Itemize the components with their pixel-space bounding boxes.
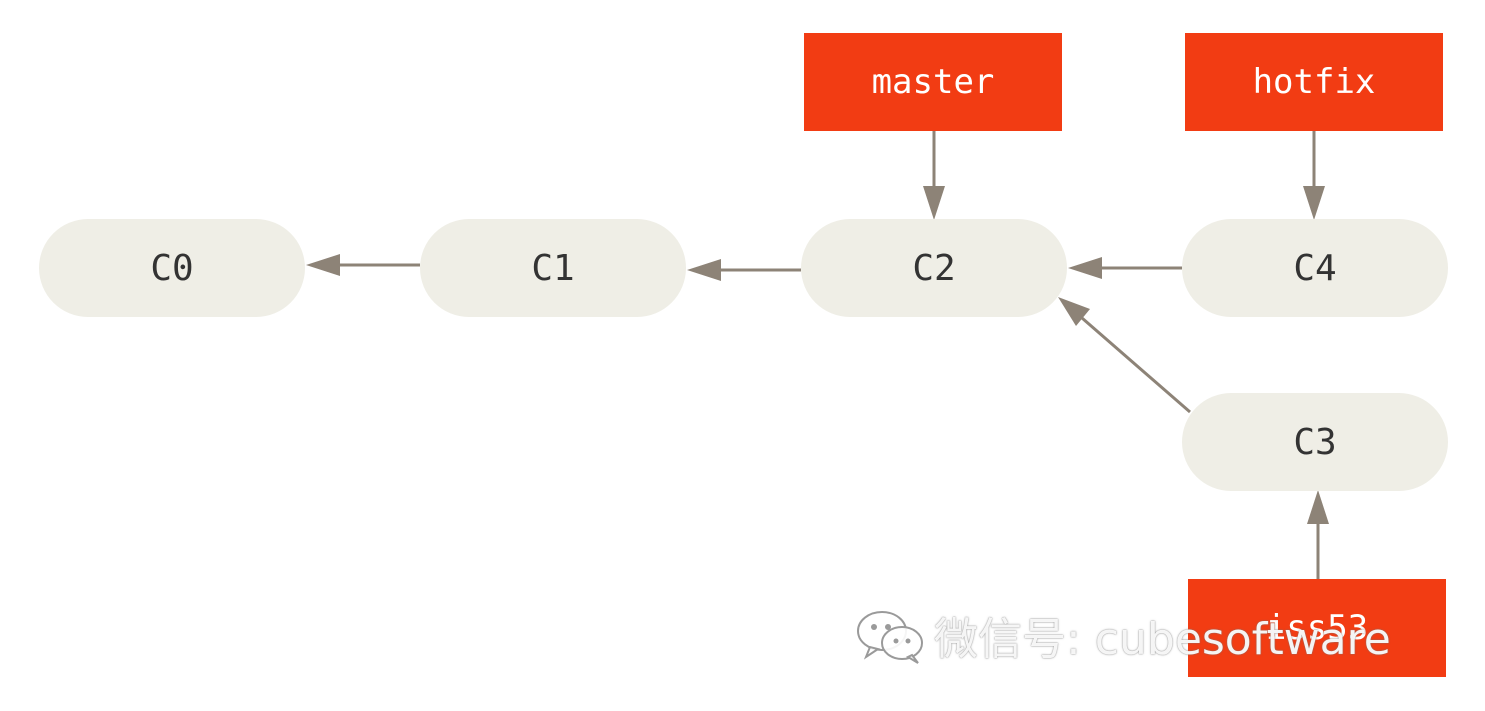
commit-c2: C2 <box>801 219 1067 317</box>
commit-label: C1 <box>531 247 575 289</box>
edge-c4-c2 <box>1068 257 1182 279</box>
edge-c3-c2 <box>1058 297 1191 414</box>
branch-hotfix: hotfix <box>1185 33 1443 131</box>
wechat-icon <box>857 611 923 664</box>
watermark: 微信号: cubesoftware <box>852 600 1391 670</box>
branch-label: hotfix <box>1252 62 1376 102</box>
branch-master: master <box>804 33 1062 131</box>
edge-master-c2 <box>923 131 945 220</box>
branch-iss53: iss53 <box>1188 579 1446 677</box>
commit-label: C0 <box>150 247 194 289</box>
edge-c1-c0 <box>306 254 420 276</box>
commit-c0: C0 <box>39 219 305 317</box>
edge-hotfix-c4 <box>1303 131 1325 220</box>
watermark-text: 微信号: cubesoftware <box>934 614 1391 665</box>
commit-label: C2 <box>912 247 956 289</box>
commit-c1: C1 <box>420 219 686 317</box>
edge-c2-c1 <box>687 259 801 281</box>
edge-iss53-c3 <box>1307 490 1329 579</box>
commit-c4: C4 <box>1182 219 1448 317</box>
commit-label: C4 <box>1293 247 1337 289</box>
commit-c3: C3 <box>1182 393 1448 491</box>
commit-label: C3 <box>1293 421 1337 463</box>
branch-label: iss53 <box>1265 608 1369 648</box>
branch-label: master <box>871 62 995 102</box>
